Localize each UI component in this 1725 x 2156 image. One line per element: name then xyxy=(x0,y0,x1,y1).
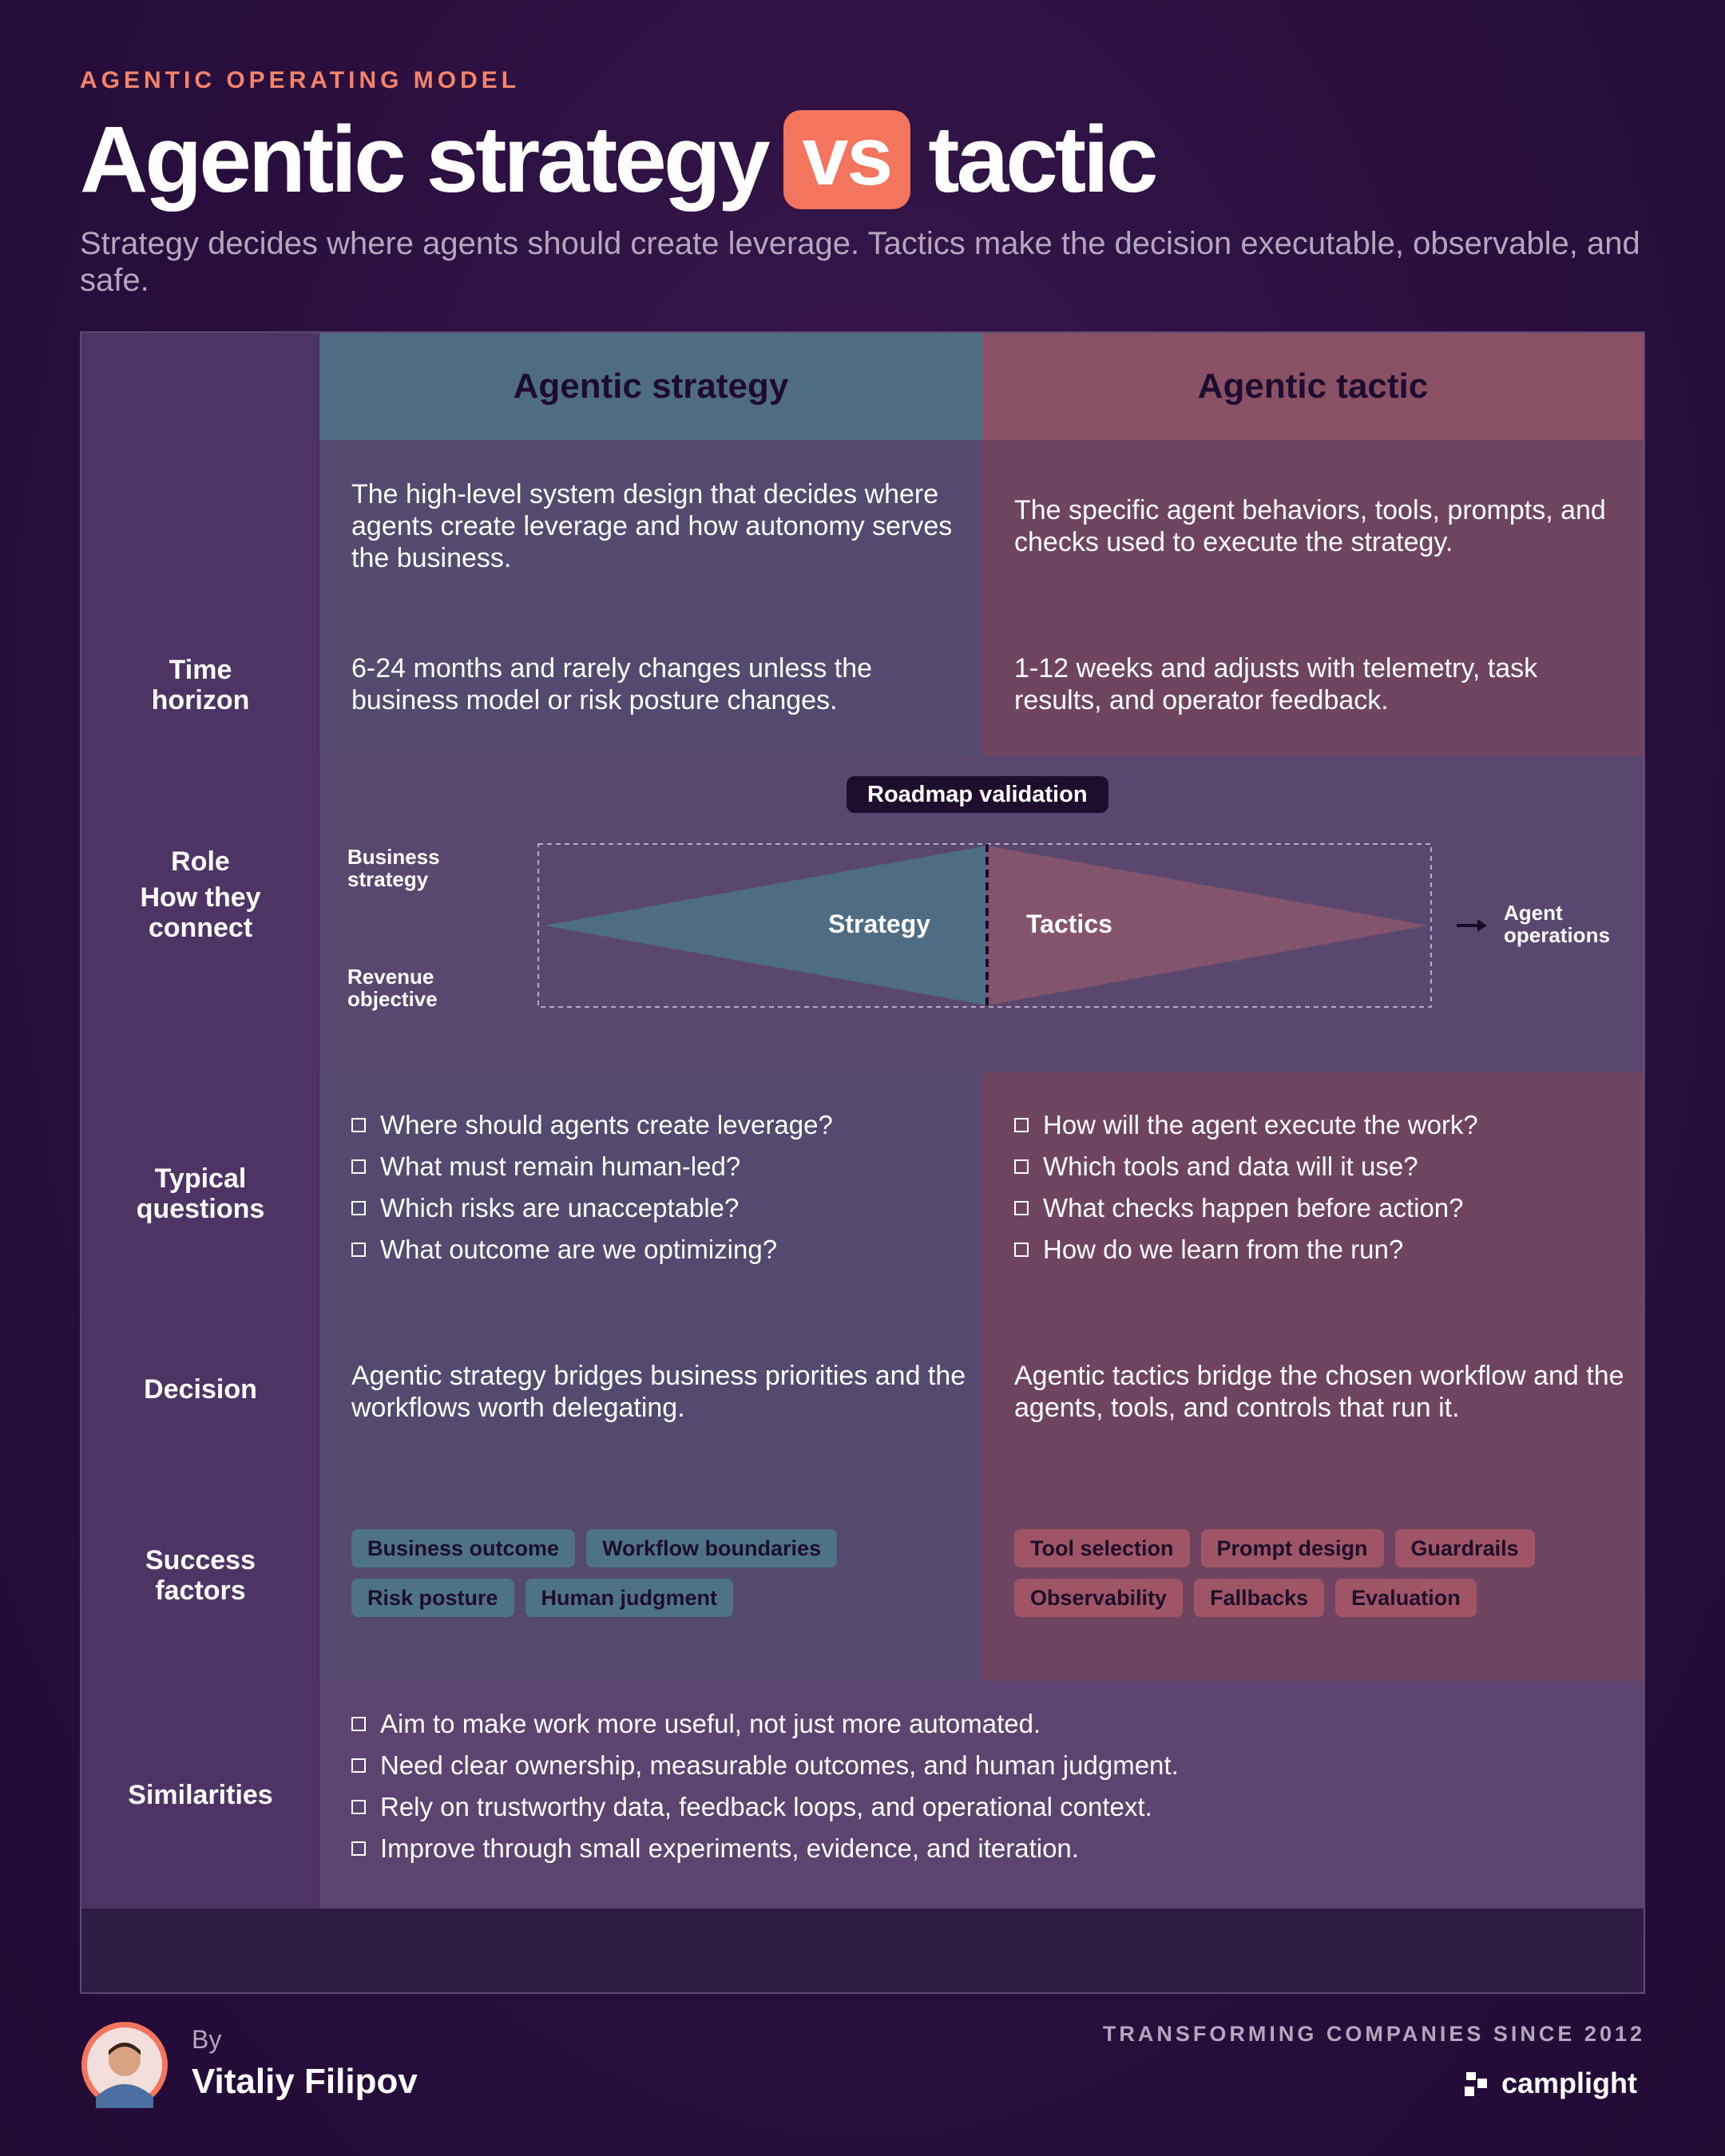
output-agent-operations: Agent operations xyxy=(1504,901,1610,947)
row-label-typical-questions: Typical questions xyxy=(136,1163,265,1224)
list-item: Improve through small experiments, evide… xyxy=(351,1828,1179,1869)
chip: Workflow boundaries xyxy=(586,1529,838,1567)
connect-row xyxy=(319,756,1644,1072)
role-tactic-text: The specific agent behaviors, tools, pro… xyxy=(1014,495,1606,557)
list-item: What must remain human-led? xyxy=(351,1146,833,1187)
checkbox-icon xyxy=(351,1159,366,1174)
author-name: Vitaliy Filipov xyxy=(192,2062,418,2101)
checkbox-icon xyxy=(1014,1201,1029,1215)
chip: Observability xyxy=(1014,1579,1184,1617)
decision-strategy-text: Agentic strategy bridges business priori… xyxy=(351,1361,966,1423)
checkbox-icon xyxy=(351,1800,366,1814)
checkbox-icon xyxy=(351,1717,366,1731)
brand-name: camplight xyxy=(1501,2067,1637,2099)
table-footer-band xyxy=(81,1908,1644,1992)
roadmap-validation-pill: Roadmap validation xyxy=(847,776,1108,813)
strategy-questions-list: Where should agents create leverage? Wha… xyxy=(351,1104,833,1270)
strategy-column-top xyxy=(319,440,982,756)
list-item: Aim to make work more useful, not just m… xyxy=(351,1703,1179,1745)
chip: Risk posture xyxy=(351,1579,514,1617)
strategy-wedge xyxy=(545,846,987,1005)
checkbox-icon xyxy=(1014,1242,1029,1257)
time-strategy-text: 6-24 months and rarely changes unless th… xyxy=(351,653,873,715)
chip: Guardrails xyxy=(1394,1529,1535,1567)
camplight-logo-icon xyxy=(1464,2072,1487,2096)
checkbox-icon xyxy=(351,1841,366,1856)
chip: Evaluation xyxy=(1335,1579,1477,1617)
tactic-success-chips: Tool selection Prompt design Guardrails … xyxy=(1014,1529,1589,1617)
arrow-right-head-icon xyxy=(1477,919,1487,932)
tactics-wedge-label: Tactics xyxy=(1026,910,1112,938)
list-item: How will the agent execute the work? xyxy=(1014,1104,1478,1146)
chip: Business outcome xyxy=(351,1529,576,1567)
checkbox-icon xyxy=(1014,1118,1029,1132)
list-item: How do we learn from the run? xyxy=(1014,1229,1478,1270)
footer-by: By xyxy=(192,2025,222,2054)
title-left: Agentic strategy xyxy=(80,107,771,212)
avatar xyxy=(81,2022,168,2108)
time-tactic-text: 1-12 weeks and adjusts with telemetry, t… xyxy=(1014,653,1538,715)
brand-logo: camplight xyxy=(1460,2067,1637,2100)
subtitle: Strategy decides where agents should cre… xyxy=(80,226,1640,298)
diagram-frame xyxy=(537,843,1432,1008)
eyebrow-label: AGENTIC OPERATING MODEL xyxy=(80,67,521,93)
role-strategy-text: The high-level system design that decide… xyxy=(351,479,953,573)
decision-tactic-text: Agentic tactics bridge the chosen workfl… xyxy=(1014,1361,1624,1423)
list-item: Which tools and data will it use? xyxy=(1014,1146,1478,1187)
input-revenue-objective: Revenue objective xyxy=(347,965,438,1011)
similarities-row xyxy=(319,1681,1644,1908)
tactic-questions-list: How will the agent execute the work? Whi… xyxy=(1014,1104,1478,1270)
checkbox-icon xyxy=(1014,1159,1029,1174)
footer-tagline: TRANSFORMING COMPANIES SINCE 2012 xyxy=(1102,2022,1645,2046)
similarities-list: Aim to make work more useful, not just m… xyxy=(351,1703,1179,1869)
tactic-column-top xyxy=(982,440,1644,756)
list-item: What outcome are we optimizing? xyxy=(351,1229,833,1270)
list-item: Rely on trustworthy data, feedback loops… xyxy=(351,1786,1179,1828)
checkbox-icon xyxy=(351,1201,366,1215)
checkbox-icon xyxy=(351,1242,366,1257)
chip: Tool selection xyxy=(1014,1529,1190,1567)
chip: Fallbacks xyxy=(1194,1579,1325,1617)
list-item: Need clear ownership, measurable outcome… xyxy=(351,1745,1179,1786)
row-label-column: Role Time horizon How they connect Typic… xyxy=(81,333,319,1908)
chip: Human judgment xyxy=(525,1579,734,1617)
checkbox-icon xyxy=(351,1758,366,1773)
header-agentic-strategy: Agentic strategy xyxy=(319,333,982,440)
strategy-wedge-label: Strategy xyxy=(828,910,931,938)
chip: Prompt design xyxy=(1200,1529,1384,1567)
connect-diagram xyxy=(537,843,1487,1008)
checkbox-icon xyxy=(351,1118,366,1132)
row-label-how-they-connect: How they connect xyxy=(140,882,261,943)
header-agentic-tactic: Agentic tactic xyxy=(982,333,1644,440)
row-label-similarities: Similarities xyxy=(128,1780,273,1810)
vs-badge: vs xyxy=(783,110,911,209)
list-item: Which risks are unacceptable? xyxy=(351,1187,833,1229)
list-item: Where should agents create leverage? xyxy=(351,1104,833,1146)
tactics-wedge xyxy=(987,846,1428,1005)
strategy-success-chips: Business outcome Workflow boundaries Ris… xyxy=(351,1529,942,1617)
comparison-table: Role Time horizon How they connect Typic… xyxy=(80,331,1645,1994)
input-business-strategy: Business strategy xyxy=(347,845,440,891)
row-label-time-horizon: Time horizon xyxy=(151,655,250,715)
title-right: tactic xyxy=(928,107,1158,212)
row-label-role: Role xyxy=(171,846,230,877)
page-title: Agentic strategy vs tactic xyxy=(80,104,1159,216)
row-label-decision: Decision xyxy=(144,1374,257,1405)
list-item: What checks happen before action? xyxy=(1014,1187,1478,1229)
row-label-success-factors: Success factors xyxy=(145,1545,256,1606)
